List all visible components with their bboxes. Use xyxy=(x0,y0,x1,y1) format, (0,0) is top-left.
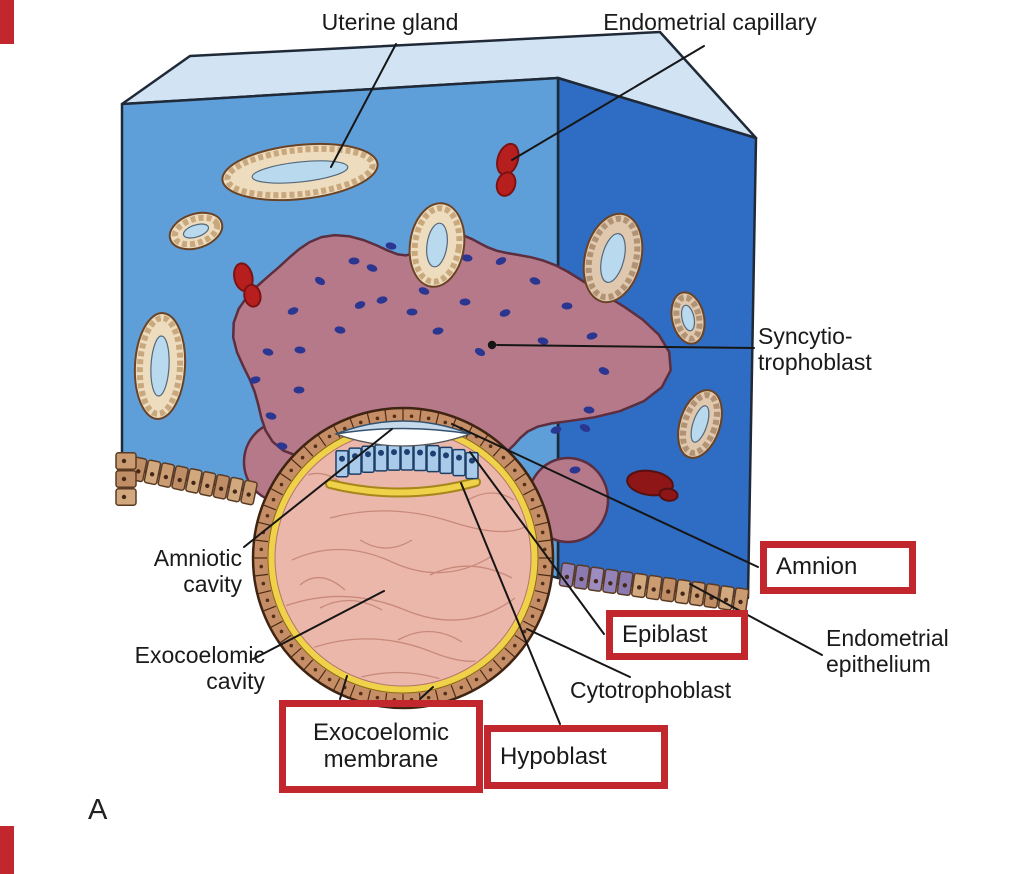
leader-lines xyxy=(243,43,823,725)
reticular-texture xyxy=(284,472,529,684)
highlight-box-hypoblast: Hypoblast xyxy=(484,725,668,789)
label-epiblast: Epiblast xyxy=(622,620,708,648)
highlight-box-epiblast: Epiblast xyxy=(606,610,748,660)
capillary-left xyxy=(233,262,262,308)
label-amnion: Amnion xyxy=(776,553,858,581)
red-crop-mark-top-left xyxy=(0,0,14,44)
label-hypoblast: Hypoblast xyxy=(500,742,607,770)
label-endometrial-capillary: Endometrial capillary xyxy=(603,9,817,35)
leader-dot xyxy=(487,340,497,350)
red-crop-mark-bottom-left xyxy=(0,826,14,874)
hypoblast-layer xyxy=(327,479,479,496)
blastocyst xyxy=(251,406,555,710)
amnion-membrane xyxy=(335,420,471,435)
label-amniotic-cavity: Amniotic cavity xyxy=(153,545,242,597)
label-uterine-gland: Uterine gland xyxy=(321,9,459,35)
endometrial-epithelium-cells xyxy=(115,452,750,613)
label-exocoelomic-membrane: Exocoelomic membrane xyxy=(312,718,450,773)
highlight-box-amnion: Amnion xyxy=(760,541,916,594)
label-exocoelomic-cavity: Exocoelomic cavity xyxy=(134,642,265,694)
endometrial-capillaries xyxy=(233,142,679,502)
capillary-right-face xyxy=(626,469,679,502)
panel-letter: A xyxy=(88,794,108,826)
highlight-box-exocoelomic-membrane: Exocoelomic membrane xyxy=(279,700,483,793)
uterine-glands xyxy=(133,142,723,459)
capillary-upper xyxy=(495,142,520,197)
label-cytotrophoblast: Cytotrophoblast xyxy=(570,677,732,703)
label-endometrial-epithelium: Endometrial epithelium xyxy=(826,625,949,677)
label-syncytiotrophoblast: Syncytio- trophoblast xyxy=(758,323,872,375)
